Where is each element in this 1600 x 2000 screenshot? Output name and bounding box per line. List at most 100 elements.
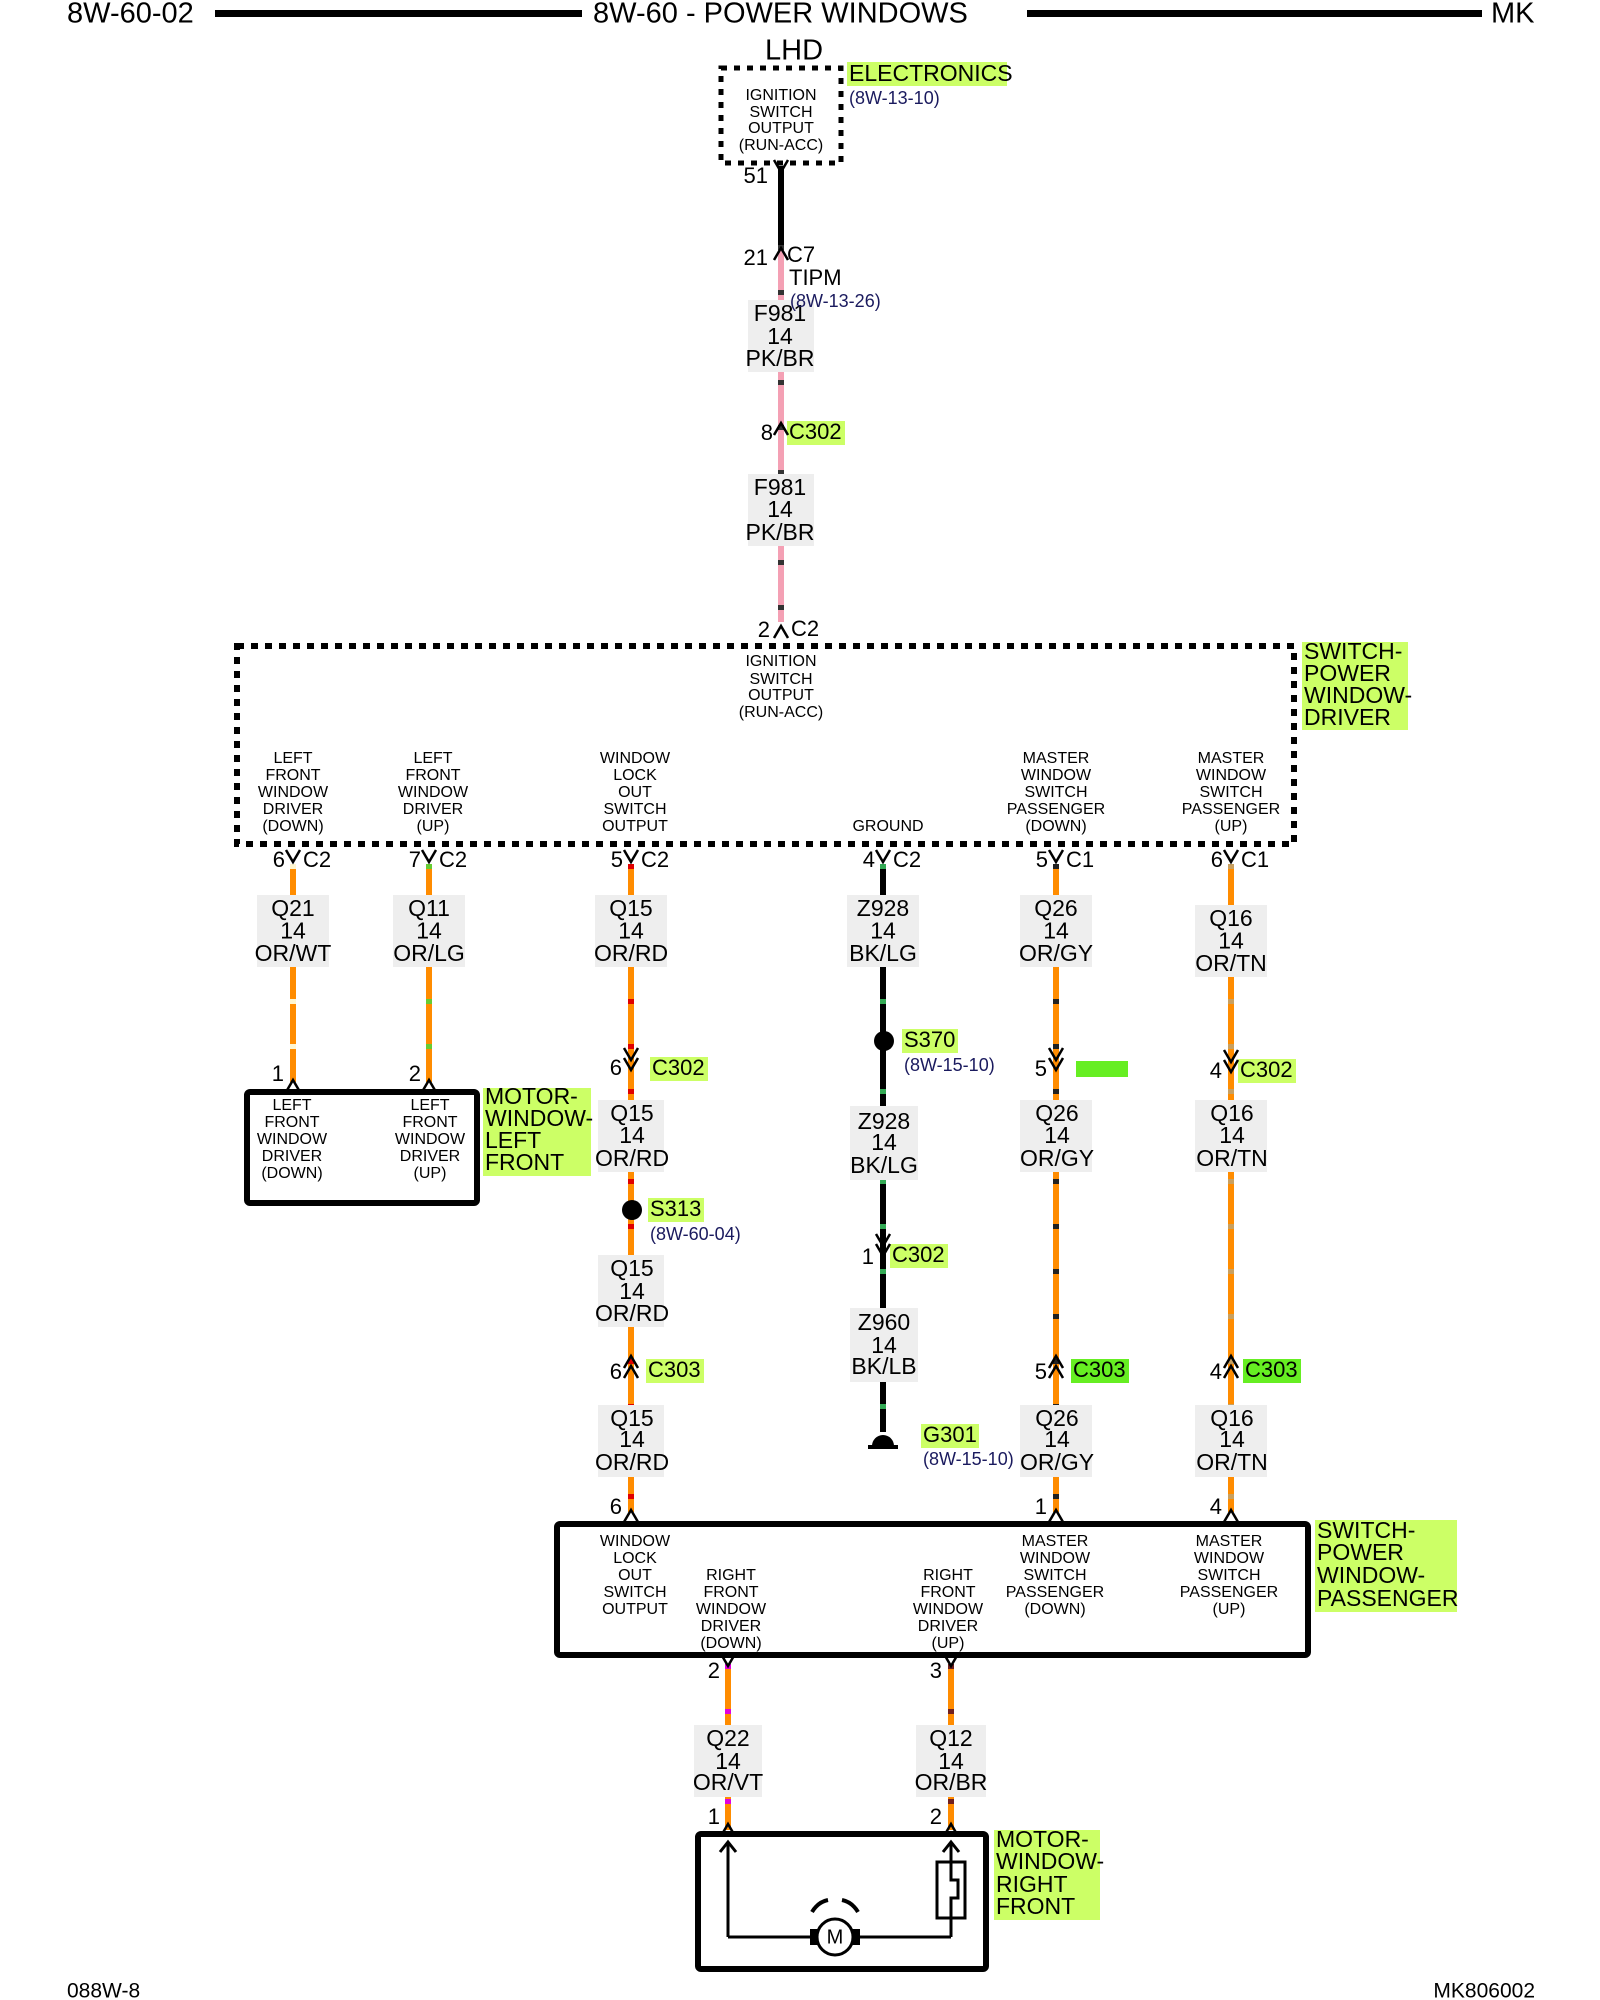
wire-circuit: Q15 (610, 1255, 653, 1281)
passenger-switch-name: PASSENGER (1317, 1585, 1458, 1611)
highlight (890, 1244, 948, 1268)
wire-color: BK/LG (850, 1152, 918, 1178)
wire-circuit: Z928 (857, 895, 909, 921)
connector-icon (874, 849, 892, 865)
tipm-ref-link[interactable]: (8W-13-26) (790, 291, 881, 311)
pin-number: 5 (1035, 1056, 1047, 1081)
connector-id: C2 (439, 847, 467, 872)
pin-number: 5 (1035, 1359, 1047, 1384)
wire-color: OR/TN (1196, 1145, 1268, 1171)
pin-number: 1 (272, 1061, 284, 1086)
wire-gauge: 14 (1219, 1122, 1245, 1148)
output-label-line: MASTER (1198, 750, 1265, 767)
connector-id: C303 (648, 1357, 701, 1382)
connector-icon (942, 1653, 960, 1669)
wire-circuit: F981 (754, 474, 806, 500)
pin-number: 8 (761, 420, 773, 445)
wire-gauge: 14 (938, 1748, 964, 1774)
switch-label-line: (UP) (1213, 1601, 1246, 1618)
switch-label-line: WINDOW (913, 1601, 984, 1618)
wire-circuit: Q26 (1035, 1100, 1078, 1126)
splice-dot (874, 1031, 894, 1051)
motor-pin-label-line: LEFT (410, 1097, 449, 1114)
connector-icon (284, 1077, 302, 1093)
wire-circuit: Z928 (858, 1108, 910, 1134)
switch-label-line: OUTPUT (602, 1601, 668, 1618)
header-rule-left (215, 10, 582, 17)
switch-label-line: PASSENGER (1180, 1584, 1278, 1601)
input-label-line: (RUN-ACC) (739, 704, 823, 721)
highlight (921, 1424, 979, 1448)
motor-pin-label-line: (DOWN) (261, 1165, 322, 1182)
electronics-line: OUTPUT (748, 120, 814, 137)
motor-pin-label-line: FRONT (402, 1114, 457, 1131)
switch-label-line: (UP) (932, 1635, 965, 1652)
wire-label-bg (748, 474, 814, 546)
splice-ref-link[interactable]: (8W-15-10) (904, 1055, 995, 1075)
wire-label-bg (1195, 1100, 1267, 1172)
wire-label-bg (1020, 1100, 1092, 1172)
output-label-line: SWITCH (1199, 784, 1262, 801)
pin-number: 2 (758, 617, 770, 642)
wire-color: OR/GY (1019, 940, 1093, 966)
motor-pin-label-line: DRIVER (262, 1148, 322, 1165)
pin-number: 51 (744, 163, 768, 188)
splice-name: S313 (650, 1196, 701, 1221)
connector-icon (1222, 1353, 1240, 1379)
left-motor-box (244, 1089, 480, 1206)
wire-color: OR/GY (1020, 1145, 1094, 1171)
page-code: 8W-60-02 (67, 0, 194, 30)
switch-label-line: LOCK (613, 1550, 657, 1567)
wire-gauge: 14 (1044, 1426, 1070, 1452)
pin-number: 6 (610, 1055, 622, 1080)
wire-gauge: 14 (280, 918, 306, 944)
switch-label-line: MASTER (1196, 1533, 1263, 1550)
output-label-line: OUT (618, 784, 652, 801)
pin-number: 6 (273, 847, 285, 872)
output-label-line: (DOWN) (1025, 818, 1086, 835)
electronics-ref-link[interactable]: (8W-13-10) (849, 88, 940, 108)
electronics-line: IGNITION (745, 87, 816, 104)
passenger-switch-name: SWITCH- (1317, 1517, 1415, 1543)
connector-icon (1222, 1049, 1240, 1075)
pin-number: 6 (610, 1494, 622, 1519)
highlight (787, 421, 845, 445)
wire-gauge: 14 (871, 1129, 897, 1155)
electronics-name: ELECTRONICS (849, 60, 1013, 86)
switch-label-line: WINDOW (1194, 1550, 1265, 1567)
connector-id: C1 (1241, 847, 1269, 872)
wire-label-bg (1020, 895, 1092, 967)
wires (290, 166, 1234, 1830)
wire-gauge: 14 (715, 1748, 741, 1774)
connector-id: C302 (789, 419, 842, 444)
wire-gauge: 14 (870, 918, 896, 944)
wire-circuit: Z960 (858, 1309, 910, 1335)
output-label-line: FRONT (405, 767, 460, 784)
output-label-line: DRIVER (403, 801, 463, 818)
connector-icon (1222, 1507, 1240, 1523)
ground-ref-link[interactable]: (8W-15-10) (923, 1449, 1014, 1469)
passenger-switch-name: WINDOW- (1317, 1562, 1425, 1588)
motor-pin-label-line: WINDOW (395, 1131, 466, 1148)
switch-label-line: RIGHT (923, 1567, 973, 1584)
header-rule-right (1027, 10, 1482, 17)
driver-switch-name: POWER (1304, 660, 1391, 686)
splice-ref-link[interactable]: (8W-60-04) (650, 1224, 741, 1244)
wire-color: OR/GY (1020, 1449, 1094, 1475)
wire-gauge: 14 (767, 496, 793, 522)
connector-id: C7 (787, 242, 815, 267)
right-motor-name: WINDOW- (996, 1848, 1104, 1874)
wire-gauge: 14 (619, 1122, 645, 1148)
connector-icon (1047, 1353, 1065, 1379)
connector-icon (1047, 1507, 1065, 1523)
pin-number: 5 (1036, 847, 1048, 872)
input-label-line: SWITCH (749, 671, 812, 688)
wire-label-bg (1020, 1405, 1092, 1477)
splice-name: S370 (904, 1027, 955, 1052)
output-label-line: (UP) (1215, 818, 1248, 835)
switch-label-line: WINDOW (600, 1533, 671, 1550)
pin-number: 3 (930, 1658, 942, 1683)
highlight (646, 1359, 704, 1383)
wire-color: OR/RD (594, 940, 668, 966)
wire-color: PK/BR (745, 345, 814, 371)
